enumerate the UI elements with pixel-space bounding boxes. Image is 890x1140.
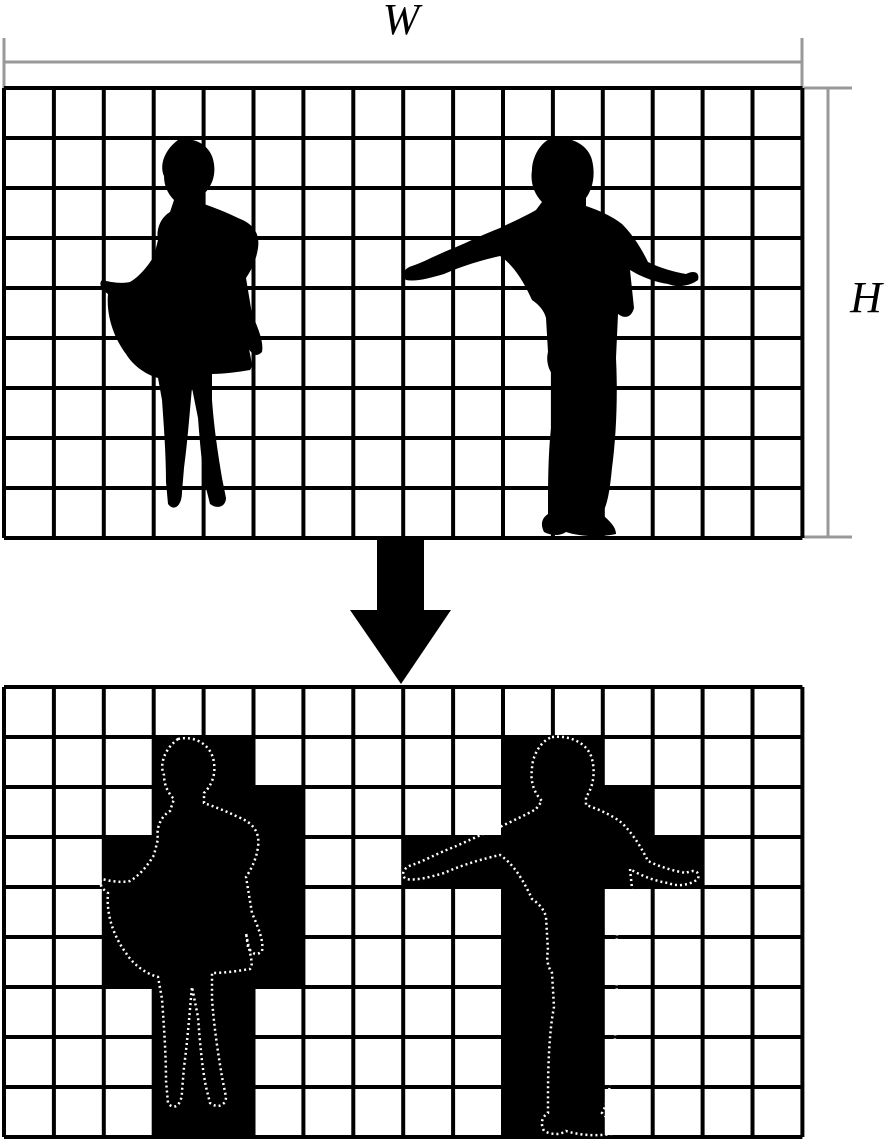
- blocked-cell: [503, 787, 553, 837]
- height-dimension: H: [804, 86, 884, 539]
- blocked-cell: [103, 887, 154, 937]
- blocked-cell: [552, 1037, 603, 1087]
- bottom-grid: [2, 685, 805, 1139]
- blocked-cell: [652, 837, 703, 887]
- blocked-cell: [503, 837, 553, 887]
- blocked-cell: [602, 837, 653, 887]
- blocked-cell: [503, 1087, 553, 1137]
- blocked-cell: [203, 787, 254, 837]
- blocked-cell: [153, 1087, 204, 1137]
- woman-dotted-outline: [99, 736, 264, 1108]
- blocked-cell: [153, 1037, 204, 1087]
- blocked-cell: [503, 987, 553, 1037]
- blocked-cell: [403, 837, 454, 887]
- blocked-cell: [203, 887, 254, 937]
- blocked-cell: [153, 987, 204, 1037]
- blocked-cell: [503, 737, 553, 787]
- blocked-cell: [552, 837, 603, 887]
- width-label: W: [383, 0, 423, 44]
- blocked-cell: [253, 837, 304, 887]
- blocked-cell: [253, 887, 304, 937]
- blocked-cell: [153, 937, 204, 987]
- blocked-cell: [552, 937, 603, 987]
- blocked-cell: [253, 937, 304, 987]
- blocked-cell: [203, 837, 254, 887]
- blocked-cell: [453, 837, 503, 887]
- blocked-cell: [203, 1087, 254, 1137]
- blocked-cell: [552, 1087, 603, 1137]
- blocked-cell: [253, 787, 304, 837]
- blocked-cell: [203, 1037, 254, 1087]
- height-label: H: [849, 273, 884, 322]
- blocked-cell: [552, 987, 603, 1037]
- blocked-cell: [552, 787, 603, 837]
- woman-silhouette: [100, 139, 263, 508]
- blocked-cell: [153, 787, 204, 837]
- blocked-cell: [203, 937, 254, 987]
- blocked-cell: [203, 737, 254, 787]
- blocked-cells: [103, 737, 703, 1137]
- blocked-cell: [503, 887, 553, 937]
- blocked-cell: [153, 737, 204, 787]
- width-dimension: W: [2, 0, 804, 88]
- blocked-cell: [552, 887, 603, 937]
- blocked-cell: [503, 937, 553, 987]
- blocked-cell: [103, 937, 154, 987]
- bottom-outlines: [99, 735, 700, 1137]
- down-arrow-icon: [350, 537, 451, 684]
- blocked-cell: [103, 837, 154, 887]
- blocked-cell: [503, 1037, 553, 1087]
- blocked-cell: [153, 837, 204, 887]
- blocked-cell: [153, 887, 204, 937]
- blocked-cell: [552, 737, 603, 787]
